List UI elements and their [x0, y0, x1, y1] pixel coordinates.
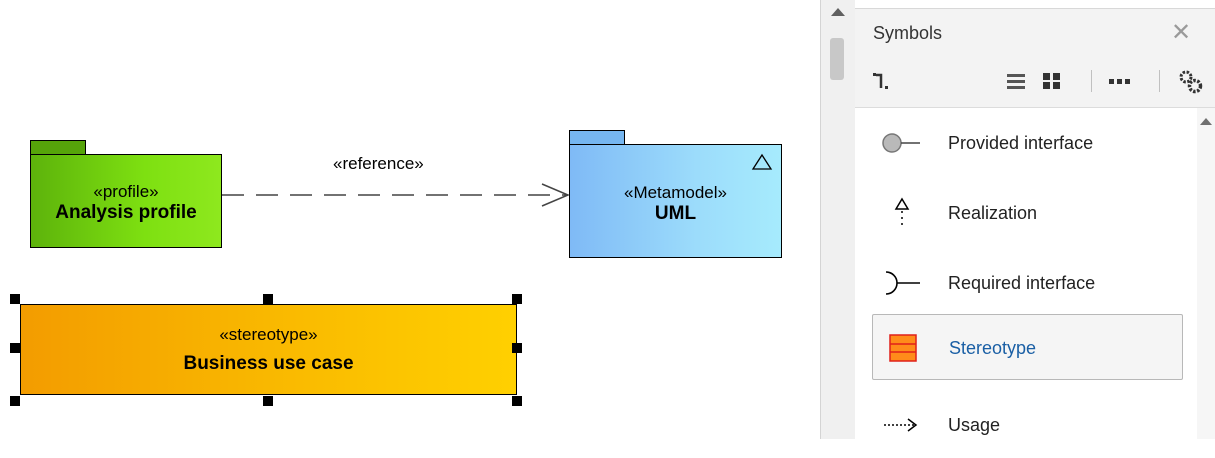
diagram-canvas[interactable]: «profile» Analysis profile «reference» «… — [0, 0, 820, 439]
resize-handle-bottom[interactable] — [263, 396, 273, 406]
stereotype-icon — [881, 315, 925, 381]
scroll-thumb[interactable] — [830, 38, 844, 80]
symbol-item-label: Stereotype — [949, 338, 1037, 358]
scroll-up-arrow-icon[interactable] — [831, 8, 845, 16]
symbol-item-usage[interactable]: Usage — [872, 392, 1183, 458]
close-icon[interactable]: ✕ — [1171, 19, 1192, 46]
symbol-item-label: Usage — [948, 415, 1001, 435]
symbol-list: Provided interface Realization Required … — [855, 108, 1195, 439]
package-stereotype: «Metamodel» — [623, 183, 727, 202]
symbol-item-provided-interface[interactable]: Provided interface — [872, 110, 1183, 176]
panel-toolbar — [855, 58, 1215, 108]
metamodel-package[interactable]: «Metamodel» UML — [569, 130, 782, 258]
package-body: «profile» Analysis profile — [30, 154, 222, 248]
list-view-icon[interactable] — [1003, 68, 1029, 94]
package-name: UML — [654, 203, 697, 224]
scroll-up-arrow-icon[interactable] — [1200, 118, 1212, 125]
symbol-item-label: Provided interface — [948, 133, 1094, 153]
more-icon[interactable] — [1105, 68, 1135, 94]
symbol-item-realization[interactable]: Realization — [872, 180, 1183, 246]
element-name: Business use case — [183, 352, 354, 374]
list-scrollbar[interactable] — [1197, 108, 1215, 439]
reference-connector[interactable] — [222, 175, 572, 215]
toolbar-separator — [1159, 70, 1160, 92]
usage-icon — [880, 392, 924, 458]
toolbar-separator — [1091, 70, 1092, 92]
settings-icon[interactable] — [1175, 68, 1205, 94]
provided-interface-icon — [880, 110, 924, 176]
symbol-item-required-interface[interactable]: Required interface — [872, 250, 1183, 316]
connector-label: «reference» — [333, 154, 424, 173]
panel-header: Symbols ✕ — [855, 8, 1215, 58]
resize-handle-top-right[interactable] — [512, 294, 522, 304]
package-body: «Metamodel» UML — [569, 144, 782, 258]
resize-handle-top[interactable] — [263, 294, 273, 304]
profile-package[interactable]: «profile» Analysis profile — [30, 140, 222, 248]
realization-icon — [880, 180, 924, 246]
resize-handle-top-left[interactable] — [10, 294, 20, 304]
symbol-item-label: Required interface — [948, 273, 1096, 293]
package-stereotype: «profile» — [93, 182, 159, 201]
metamodel-triangle-icon — [751, 153, 773, 170]
canvas-scrollbar[interactable] — [820, 0, 855, 439]
symbol-item-label: Realization — [948, 203, 1038, 223]
resize-handle-bottom-right[interactable] — [512, 396, 522, 406]
stereotype-element[interactable]: «stereotype» Business use case — [20, 304, 517, 395]
connector-style-icon[interactable] — [869, 68, 895, 94]
symbol-item-stereotype[interactable]: Stereotype — [872, 314, 1183, 380]
symbols-panel: Symbols ✕ — [855, 0, 1215, 439]
resize-handle-right[interactable] — [512, 343, 522, 353]
resize-handle-left[interactable] — [10, 343, 20, 353]
element-stereotype: «stereotype» — [219, 324, 318, 344]
resize-handle-bottom-left[interactable] — [10, 396, 20, 406]
package-name: Analysis profile — [55, 202, 197, 223]
required-interface-icon — [880, 250, 924, 316]
panel-title: Symbols — [873, 23, 943, 43]
grid-view-icon[interactable] — [1039, 68, 1065, 94]
